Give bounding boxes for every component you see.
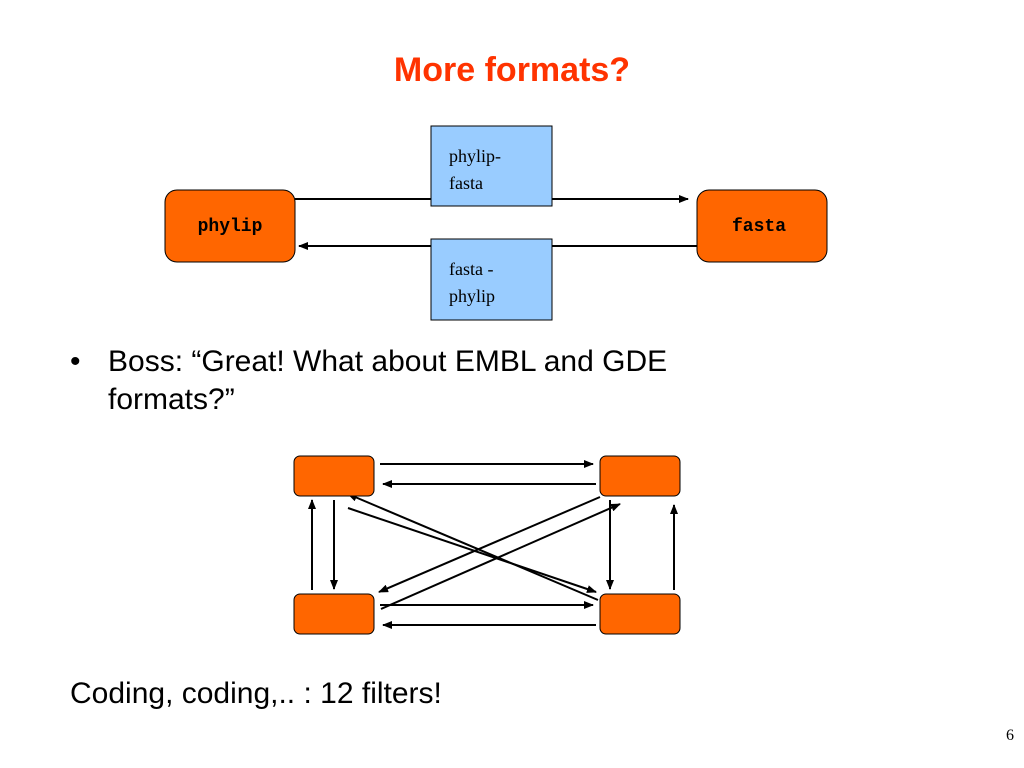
- page-number: 6: [1006, 727, 1014, 744]
- filter-phylip-fasta-line-2: fasta: [449, 173, 483, 193]
- bullet-marker: •: [70, 345, 81, 378]
- conclusion-text: Coding, coding,.. : 12 filters!: [70, 677, 442, 710]
- arrow-tl-to-br: [347, 507, 597, 593]
- arrow-br-to-tl: [347, 493, 599, 601]
- format-node-bottom-left: [293, 593, 375, 635]
- filter-phylip-fasta-label: phylip- fasta: [449, 146, 506, 193]
- filter-fasta-phylip: [430, 238, 553, 321]
- bullet-text-line-2: formats?”: [108, 383, 235, 416]
- bullet-text-line-1: Boss: “Great! What about EMBL and GDE: [108, 345, 668, 378]
- four-format-diagram: [293, 455, 681, 635]
- node-fasta-label: fasta: [732, 217, 786, 237]
- format-node-top-right: [599, 455, 681, 497]
- node-phylip: [164, 189, 296, 263]
- arrow-tr-to-bl: [378, 496, 601, 593]
- filter-fasta-phylip-line-2: phylip: [449, 286, 495, 306]
- filter-phylip-fasta-line-1: phylip-: [449, 146, 501, 166]
- filter-phylip-fasta: [430, 125, 553, 207]
- node-fasta: [696, 189, 828, 263]
- bullet-text: Boss: “Great! What about EMBL and GDE fo…: [108, 343, 808, 419]
- format-node-top-left: [293, 455, 375, 497]
- filter-fasta-phylip-label: fasta - phylip: [449, 259, 498, 306]
- node-phylip-label: phylip: [198, 217, 263, 237]
- top-conversion-diagram: phylip fasta phylip- fasta fasta - phyli…: [164, 125, 828, 321]
- filter-fasta-phylip-line-1: fasta -: [449, 259, 493, 279]
- format-node-bottom-right: [599, 593, 681, 635]
- slide-title: More formats?: [393, 51, 631, 89]
- arrow-bl-to-tr: [380, 503, 621, 610]
